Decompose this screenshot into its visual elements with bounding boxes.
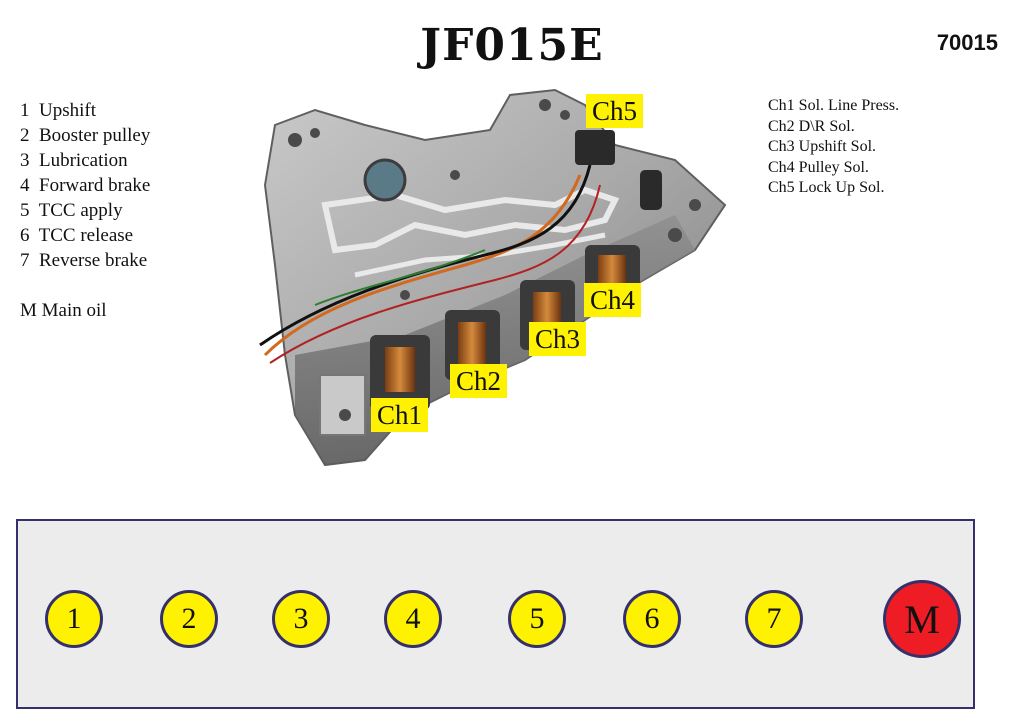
port-4: 4	[384, 590, 442, 648]
solenoid-legend-ch2: Ch2 D\R Sol.	[768, 117, 855, 135]
port-1: 1	[45, 590, 103, 648]
port-legend-item-5: 5 TCC apply	[20, 200, 123, 221]
solenoid-legend-ch4: Ch4 Pulley Sol.	[768, 158, 869, 176]
port-legend-item-1: 1 Upshift	[20, 100, 96, 121]
solenoid-legend-ch3: Ch3 Upshift Sol.	[768, 138, 877, 155]
diagram-title: JF015E	[420, 20, 604, 71]
part-number: 70015	[936, 30, 998, 55]
port-5: 5	[508, 590, 566, 648]
port-3: 3	[272, 590, 330, 648]
ch5-tag: Ch5	[586, 94, 644, 128]
port-6: 6	[623, 590, 681, 648]
port-main-oil: M	[883, 580, 961, 658]
port-legend-item-4: 4 Forward brake	[20, 175, 151, 196]
port-legend-item-7: 7 Reverse brake	[20, 250, 148, 271]
ch4-tag: Ch4	[584, 283, 642, 317]
port-legend: 1 Upshift 2 Booster pulley 3 Lubrication…	[20, 98, 150, 323]
valve-body-image	[259, 88, 727, 467]
port-2: 2	[160, 590, 218, 648]
ch3-tag: Ch3	[529, 322, 587, 356]
port-legend-item-6: 6 TCC release	[20, 225, 134, 246]
solenoid-legend-ch1: Ch1 Sol. Line Press.	[768, 97, 900, 114]
ch2-tag: Ch2	[450, 364, 508, 398]
solenoid-legend: Ch1 Sol. Line Press. Ch2 D\R Sol. Ch3 Up…	[768, 96, 899, 199]
port-legend-item-2: 2 Booster pulley	[20, 125, 151, 146]
port-7: 7	[745, 590, 803, 648]
port-legend-item-3: 3 Lubrication	[20, 150, 128, 171]
main-oil-legend: M Main oil	[20, 300, 107, 321]
ch1-tag: Ch1	[371, 398, 429, 432]
solenoid-legend-ch5: Ch5 Lock Up Sol.	[768, 179, 885, 196]
